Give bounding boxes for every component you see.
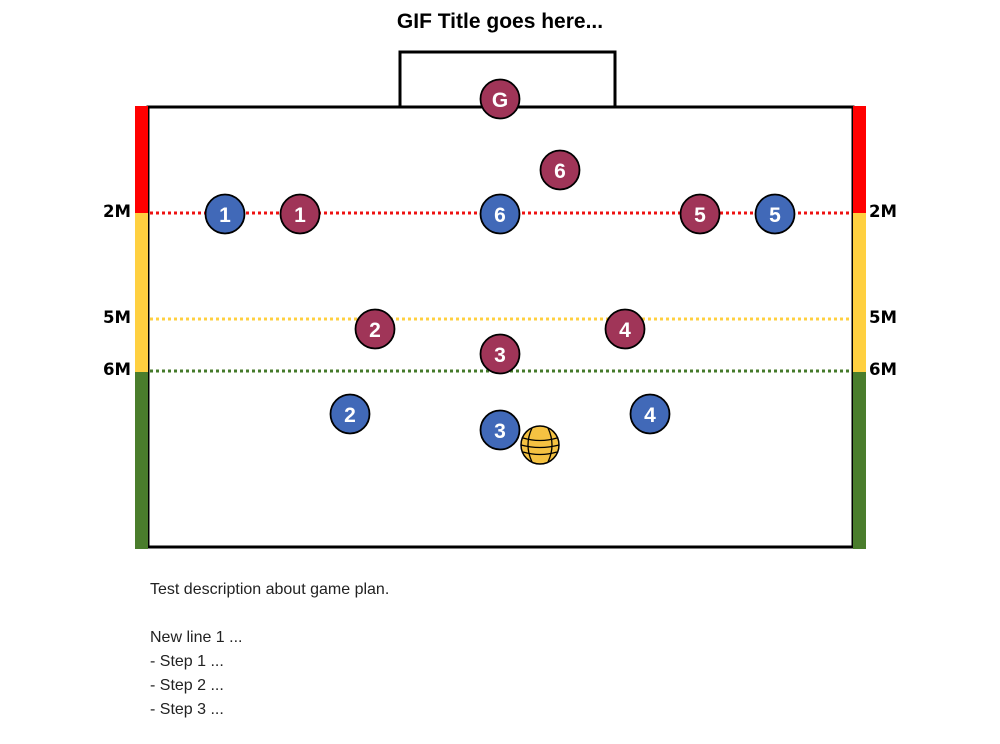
player-maroon-2[interactable]: 2 (354, 308, 396, 350)
player-number-label: 2 (344, 404, 356, 427)
player-number-label: 4 (644, 404, 656, 427)
marker-6m-right: 6M (869, 360, 897, 380)
right-strip-red (853, 106, 866, 213)
player-token[interactable] (604, 308, 646, 350)
player-maroon-4[interactable]: 4 (604, 308, 646, 350)
player-maroon-goalie[interactable]: G (479, 78, 521, 120)
player-blue-6[interactable]: 6 (479, 193, 521, 235)
description-line: - Step 3 ... (150, 701, 224, 718)
marker-2m-right: 2M (869, 202, 897, 222)
player-number-label: 1 (294, 204, 306, 227)
player-maroon-6[interactable]: 6 (539, 149, 581, 191)
player-token[interactable] (204, 193, 246, 235)
description-line: New line 1 ... (150, 629, 243, 646)
right-strip-yellow (853, 213, 866, 372)
player-token[interactable] (479, 333, 521, 375)
player-blue-3[interactable]: 3 (479, 409, 521, 451)
player-maroon-5[interactable]: 5 (679, 193, 721, 235)
player-number-label: 6 (554, 160, 566, 183)
player-number-label: 4 (619, 319, 631, 342)
description-line: Test description about game plan. (150, 581, 390, 598)
pool-outline (146, 105, 855, 549)
marker-2m-left: 2M (103, 202, 131, 222)
player-token[interactable] (479, 78, 521, 120)
player-token[interactable] (539, 149, 581, 191)
left-strip-yellow (135, 213, 148, 372)
player-blue-2[interactable]: 2 (329, 393, 371, 435)
player-token[interactable] (329, 393, 371, 435)
player-blue-1[interactable]: 1 (204, 193, 246, 235)
player-token[interactable] (354, 308, 396, 350)
court-diagram: 2M 2M 5M 5M 6M 6M G 6 1 1 6 5 5 2 4 3 2 4 3 (103, 50, 897, 549)
player-number-label: 2 (369, 319, 381, 342)
left-strip-green (135, 372, 148, 549)
player-number-label: 5 (769, 204, 781, 227)
description-line: - Step 1 ... (150, 653, 224, 670)
player-token[interactable] (479, 409, 521, 451)
marker-6m-left: 6M (103, 360, 131, 380)
player-number-label: 6 (494, 204, 506, 227)
marker-5m-left: 5M (103, 308, 131, 328)
player-number-label: 3 (494, 344, 506, 367)
player-maroon-3[interactable]: 3 (479, 333, 521, 375)
player-maroon-1[interactable]: 1 (279, 193, 321, 235)
player-token[interactable] (754, 193, 796, 235)
game-plan-description: Test description about game plan. New lin… (150, 578, 850, 722)
player-number-label: G (492, 89, 508, 112)
player-token[interactable] (629, 393, 671, 435)
right-strip-green (853, 372, 866, 549)
player-number-label: 5 (694, 204, 706, 227)
player-token[interactable] (479, 193, 521, 235)
goal-box (398, 50, 617, 106)
player-blue-5[interactable]: 5 (754, 193, 796, 235)
player-number-label: 3 (494, 420, 506, 443)
player-token[interactable] (679, 193, 721, 235)
water-polo-ball-icon[interactable] (520, 425, 560, 465)
page-title: GIF Title goes here... (396, 10, 604, 33)
description-line (150, 602, 850, 626)
player-token[interactable] (279, 193, 321, 235)
left-strip-red (135, 106, 148, 213)
marker-5m-right: 5M (869, 308, 897, 328)
player-number-label: 1 (219, 204, 231, 227)
player-blue-4[interactable]: 4 (629, 393, 671, 435)
description-line: - Step 2 ... (150, 677, 224, 694)
